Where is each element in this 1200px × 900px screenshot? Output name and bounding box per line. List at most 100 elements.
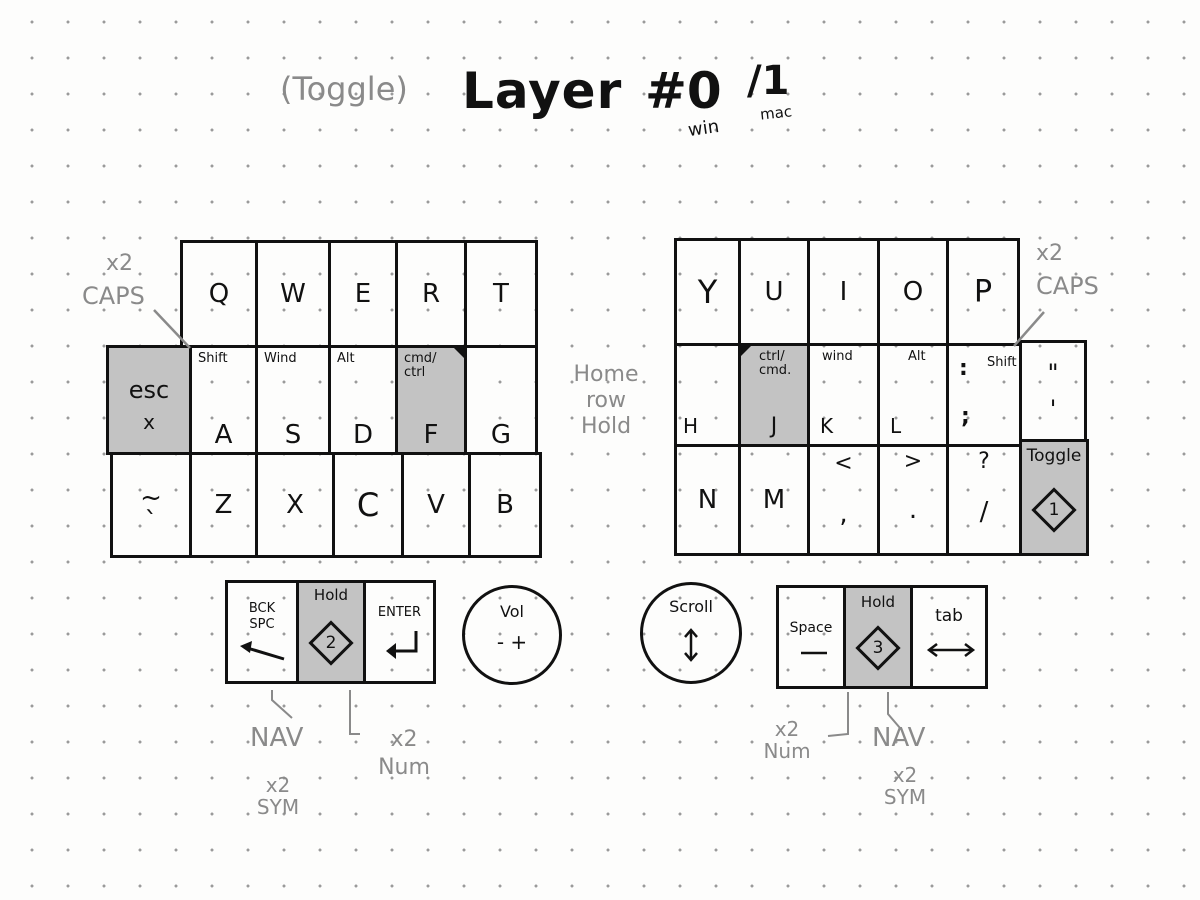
key-s[interactable]: Wind S (255, 345, 331, 455)
key-a[interactable]: Shift A (189, 345, 258, 455)
right-nav-note: NAV (872, 723, 926, 753)
key-comma[interactable]: < , (807, 444, 880, 556)
key-label: P (973, 274, 993, 310)
left-nav-note: NAV (250, 723, 304, 753)
hold-layer-number: 3 (872, 638, 884, 658)
arrow-left-icon (240, 641, 285, 661)
key-slash[interactable]: ? / (946, 444, 1022, 556)
toggle-note: (Toggle) (280, 70, 408, 108)
key-v[interactable]: V (401, 452, 471, 558)
key-j[interactable]: ctrl/ cmd. J (738, 343, 810, 447)
key-label: Q (208, 279, 230, 309)
layer-number: #0 (645, 62, 722, 120)
key-label: R (421, 279, 441, 309)
left-num-note: x2 Num (378, 727, 430, 780)
right-annotation-lines-icon (827, 692, 901, 737)
layer-alt-number: /1 (747, 58, 790, 104)
key-label: C (356, 486, 380, 524)
tab-label: tab (935, 606, 963, 626)
up-down-arrow-icon (684, 628, 698, 662)
key-shift-label: > (903, 449, 923, 474)
key-hold-label: Alt (908, 349, 926, 364)
hold-label: Hold (860, 593, 896, 611)
toggle-layer-number: 1 (1048, 499, 1060, 520)
key-t[interactable]: T (464, 240, 538, 348)
enter-key[interactable]: ENTER (363, 580, 436, 684)
key-label: H (683, 414, 699, 438)
scroll-encoder[interactable]: Scroll (640, 582, 742, 684)
key-label: N (697, 485, 718, 515)
key-hold-label: Shift (987, 355, 1017, 370)
right-caps-count: x2 (1036, 241, 1064, 266)
key-label: , (839, 499, 848, 529)
key-i[interactable]: I (807, 238, 880, 346)
key-l[interactable]: Alt L (877, 343, 949, 447)
key-shift-label: " (1047, 359, 1059, 387)
key-w[interactable]: W (255, 240, 331, 348)
page-title: Layer (462, 62, 623, 120)
key-label: Y (697, 273, 718, 311)
key-semicolon[interactable]: : Shift ; (946, 343, 1022, 447)
scroll-label: Scroll (669, 597, 713, 616)
key-period[interactable]: > . (877, 444, 949, 556)
os-primary-label: win (686, 115, 721, 142)
volume-label: Vol (500, 602, 524, 621)
key-label: V (427, 490, 445, 520)
key-label: U (764, 277, 784, 307)
key-k[interactable]: wind K (807, 343, 880, 447)
key-toggle-layer-1[interactable]: Toggle 1 (1019, 439, 1089, 556)
enter-label: ENTER (377, 605, 422, 620)
key-label: K (820, 414, 834, 438)
space-key[interactable]: Space (776, 585, 846, 689)
key-shift-label: ? (978, 449, 990, 474)
volume-encoder[interactable]: Vol - + (462, 585, 562, 685)
left-caps-count: x2 (106, 251, 134, 276)
hold-layer-3-key[interactable]: Hold 3 (843, 585, 913, 689)
key-b[interactable]: B (468, 452, 542, 558)
key-label: ` (144, 507, 158, 537)
key-o[interactable]: O (877, 238, 949, 346)
key-m[interactable]: M (738, 444, 810, 556)
key-u[interactable]: U (738, 238, 810, 346)
hold-layer-2-key[interactable]: Hold 2 (296, 580, 366, 684)
right-caps-pointer-icon (1013, 311, 1045, 347)
left-annotation-lines-icon (271, 690, 360, 735)
hold-diamond: 3 (846, 610, 910, 686)
key-label: D (352, 420, 374, 450)
key-x[interactable]: X (255, 452, 335, 558)
space-label: Space (789, 620, 833, 636)
home-row-hold-note: Home row Hold (573, 362, 639, 439)
key-quote[interactable]: " ' (1019, 340, 1087, 442)
key-r[interactable]: R (395, 240, 467, 348)
backspace-key[interactable]: BCK SPC (225, 580, 299, 684)
key-e[interactable]: E (328, 240, 398, 348)
key-label: L (890, 414, 902, 438)
key-g[interactable]: G (464, 345, 538, 455)
key-label: W (280, 279, 306, 309)
tab-key[interactable]: tab (910, 585, 988, 689)
key-label: E (354, 279, 372, 309)
key-c[interactable]: C (332, 452, 404, 558)
key-shift-label: < (834, 451, 853, 476)
key-d[interactable]: Alt D (328, 345, 398, 455)
os-secondary-label: mac (759, 102, 793, 124)
key-tilde[interactable]: ~ ` (110, 452, 192, 558)
key-label: . (908, 495, 918, 525)
home-key-marker-icon (738, 343, 754, 359)
key-h[interactable]: H (674, 343, 741, 447)
key-label: M (762, 485, 786, 515)
toggle-diamond: 1 (1022, 466, 1086, 553)
enter-arrow-icon (386, 631, 418, 659)
key-hold-label: wind (822, 349, 853, 364)
key-esc[interactable]: esc x (106, 345, 192, 455)
key-label: F (423, 420, 439, 450)
right-num-note: x2 Num (763, 717, 811, 763)
key-y[interactable]: Y (674, 238, 741, 346)
key-z[interactable]: Z (189, 452, 258, 558)
key-label: Z (214, 490, 233, 520)
key-f[interactable]: cmd/ ctrl F (395, 345, 467, 455)
key-label: esc (128, 376, 170, 404)
key-n[interactable]: N (674, 444, 741, 556)
right-sym-note: x2 SYM (883, 763, 927, 809)
key-shift-label: ~ (140, 483, 162, 513)
